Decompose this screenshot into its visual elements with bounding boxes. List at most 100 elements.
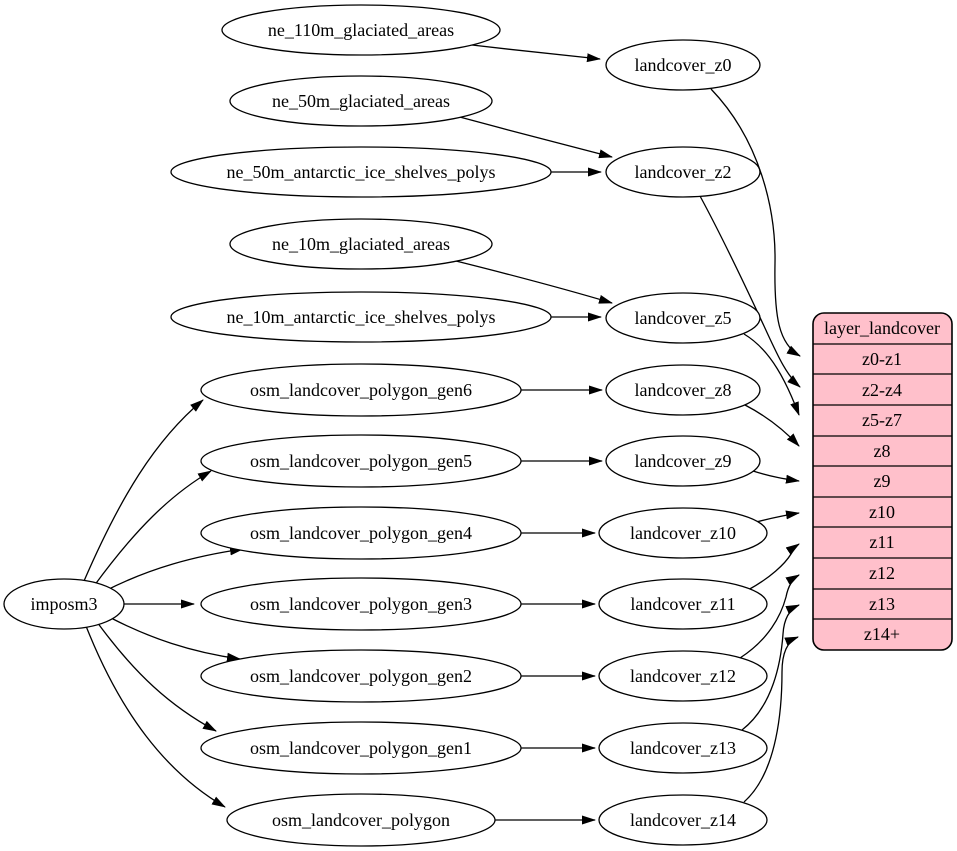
- node-ellipse: [200, 434, 522, 488]
- node-label: landcover_z5: [635, 308, 732, 328]
- node-label: osm_landcover_polygon_gen5: [250, 451, 472, 471]
- table-row-z11: z11: [869, 532, 894, 552]
- node-ne-10m-glaciated-areas: ne_10m_glaciated_areas: [229, 218, 493, 270]
- node-label: landcover_z9: [635, 451, 732, 471]
- node-ellipse: [226, 793, 496, 847]
- table-row-z10: z10: [869, 502, 895, 522]
- edge-z9-to-row-z9: [752, 470, 800, 484]
- table-row-z9: z9: [874, 471, 891, 491]
- node-ellipse: [221, 4, 501, 56]
- node-ellipse: [229, 218, 493, 270]
- edge-z2-to-row-z2-z4: [699, 195, 801, 388]
- table-title: layer_landcover: [824, 318, 940, 338]
- node-ellipse: [200, 721, 522, 775]
- node-label: osm_landcover_polygon_gen1: [250, 738, 472, 758]
- node-ellipse: [605, 364, 761, 416]
- node-ellipse: [3, 578, 125, 630]
- node-label: landcover_z10: [630, 523, 736, 543]
- node-label: ne_50m_glaciated_areas: [272, 91, 450, 111]
- node-ellipse: [605, 292, 761, 344]
- node-label: ne_50m_antarctic_ice_shelves_polys: [227, 162, 496, 182]
- node-ne-50m-antarctic-ice-shelves-polys: ne_50m_antarctic_ice_shelves_polys: [170, 146, 552, 198]
- node-landcover-z8: landcover_z8: [605, 364, 761, 416]
- table-row-z14plus: z14+: [864, 624, 900, 644]
- node-ne-110m-glaciated-areas: ne_110m_glaciated_areas: [221, 4, 501, 56]
- table-row-z5-z7: z5-z7: [862, 410, 902, 430]
- edge-ne110m-to-landcover-z0: [471, 44, 601, 63]
- node-osm-landcover-polygon-gen4: osm_landcover_polygon_gen4: [200, 506, 522, 560]
- table-row-z8: z8: [874, 441, 891, 461]
- table-layer-landcover: layer_landcover z0-z1 z2-z4 z5-z7 z8 z9 …: [812, 312, 953, 651]
- edge-imposm3-to-polygon: [85, 625, 226, 808]
- edge-imposm3-to-gen4: [104, 546, 244, 592]
- node-ellipse: [598, 578, 768, 630]
- edge-imposm3-to-gen5: [93, 470, 212, 587]
- node-ellipse: [170, 291, 552, 343]
- node-label: landcover_z2: [635, 162, 732, 182]
- node-ne-50m-glaciated-areas: ne_50m_glaciated_areas: [229, 75, 493, 127]
- edge-z10-to-row-z10: [755, 510, 800, 523]
- edge-z5-to-row-z5-z7: [743, 333, 800, 416]
- node-landcover-z14: landcover_z14: [598, 794, 768, 846]
- edge-imposm3-to-gen2: [110, 617, 241, 662]
- node-ellipse: [598, 722, 768, 774]
- node-osm-landcover-polygon-gen5: osm_landcover_polygon_gen5: [200, 434, 522, 488]
- node-label: landcover_z0: [635, 55, 732, 75]
- edge-layer: [83, 44, 801, 825]
- edge-imposm3-to-gen1: [96, 621, 217, 732]
- node-osm-landcover-polygon-gen6: osm_landcover_polygon_gen6: [200, 363, 522, 417]
- node-label: imposm3: [30, 594, 97, 614]
- edge-z0-to-row-z0-z1: [710, 88, 801, 357]
- node-label: landcover_z12: [630, 666, 736, 686]
- node-label: osm_landcover_polygon_gen2: [250, 666, 472, 686]
- node-osm-landcover-polygon: osm_landcover_polygon: [226, 793, 496, 847]
- node-label: osm_landcover_polygon_gen4: [250, 523, 472, 543]
- edge-z14-to-row-z14plus: [743, 636, 799, 803]
- edge-z11-to-row-z11: [747, 543, 800, 591]
- node-ellipse: [605, 435, 761, 487]
- node-ellipse: [170, 146, 552, 198]
- node-landcover-z12: landcover_z12: [598, 650, 768, 702]
- table-row-z0-z1: z0-z1: [862, 349, 902, 369]
- node-osm-landcover-polygon-gen3: osm_landcover_polygon_gen3: [200, 577, 522, 631]
- node-imposm3: imposm3: [3, 578, 125, 630]
- node-label: ne_110m_glaciated_areas: [268, 20, 454, 40]
- node-label: osm_landcover_polygon_gen3: [250, 594, 472, 614]
- node-label: osm_landcover_polygon_gen6: [250, 380, 472, 400]
- node-osm-landcover-polygon-gen2: osm_landcover_polygon_gen2: [200, 649, 522, 703]
- node-ellipse: [200, 506, 522, 560]
- node-ellipse: [605, 146, 761, 198]
- node-ellipse: [200, 577, 522, 631]
- edge-ne50m-to-landcover-z2: [455, 115, 613, 159]
- node-ellipse: [605, 39, 761, 91]
- node-ellipse: [598, 794, 768, 846]
- node-label: landcover_z13: [630, 738, 736, 758]
- node-ellipse: [598, 650, 768, 702]
- node-landcover-z5: landcover_z5: [605, 292, 761, 344]
- edge-z13-to-row-z13: [741, 604, 800, 731]
- node-ellipse: [200, 363, 522, 417]
- node-label: landcover_z14: [630, 810, 736, 830]
- table-outline: [812, 312, 953, 651]
- node-landcover-z13: landcover_z13: [598, 722, 768, 774]
- node-landcover-z0: landcover_z0: [605, 39, 761, 91]
- node-osm-landcover-polygon-gen1: osm_landcover_polygon_gen1: [200, 721, 522, 775]
- edge-z8-to-row-z8: [744, 404, 800, 447]
- node-label: landcover_z8: [635, 380, 732, 400]
- edge-imposm3-to-gen6: [83, 399, 204, 582]
- table-row-z13: z13: [869, 594, 895, 614]
- node-landcover-z10: landcover_z10: [598, 507, 768, 559]
- node-ellipse: [200, 649, 522, 703]
- node-label: osm_landcover_polygon: [272, 810, 450, 830]
- edge-z12-to-row-z12: [739, 574, 800, 659]
- node-ellipse: [598, 507, 768, 559]
- table-row-z2-z4: z2-z4: [862, 380, 902, 400]
- node-label: landcover_z11: [630, 594, 735, 614]
- node-label: ne_10m_antarctic_ice_shelves_polys: [227, 307, 496, 327]
- table-row-z12: z12: [869, 563, 895, 583]
- node-landcover-z11: landcover_z11: [598, 578, 768, 630]
- node-ellipse: [229, 75, 493, 127]
- node-landcover-z9: landcover_z9: [605, 435, 761, 487]
